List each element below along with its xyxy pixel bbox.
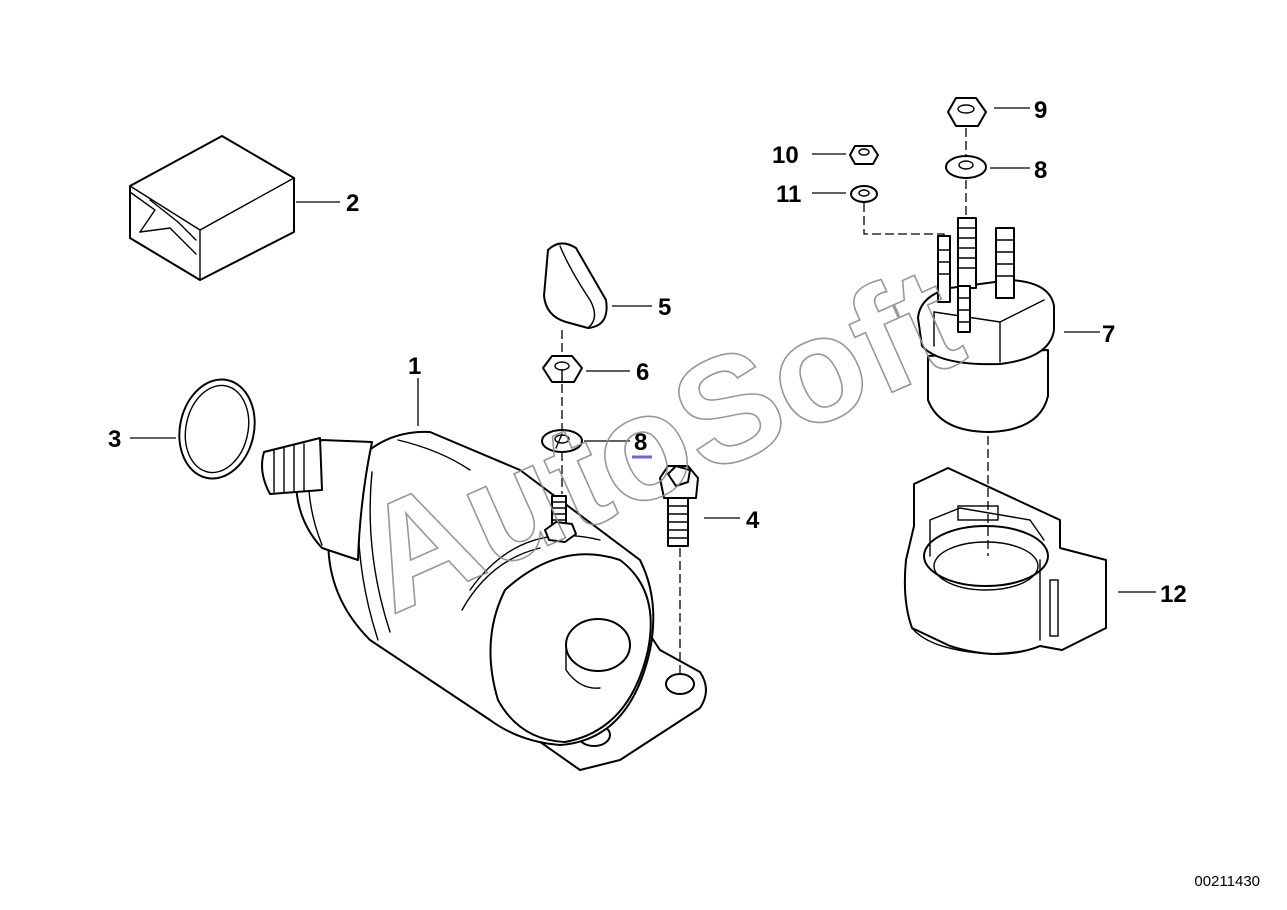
assembly-lines [561, 128, 989, 676]
callout-11: 11 [776, 181, 801, 208]
callout-2: 2 [346, 190, 359, 217]
part-9-nut [947, 97, 987, 127]
part-3-o-ring [178, 378, 256, 480]
callout-6: 6 [636, 359, 649, 386]
part-12-relay-holder [903, 467, 1107, 655]
part-4-bolt [659, 465, 699, 547]
callout-12: 12 [1160, 581, 1187, 608]
part-10-small-nut [849, 145, 879, 165]
callout-8-right: 8 [1034, 157, 1047, 184]
part-8-washer-right [945, 155, 987, 179]
diagram-number: 00211430 [1194, 873, 1260, 890]
callout-8-left: 8 [634, 429, 647, 456]
callout-9: 9 [1034, 97, 1047, 124]
callout-7: 7 [1102, 321, 1115, 348]
callout-1: 1 [408, 353, 421, 380]
callout-labels: 1 2 3 4 5 6 8 9 8 10 11 7 12 [108, 97, 1187, 608]
callout-5: 5 [658, 294, 671, 321]
part-7-starter-relay [917, 217, 1055, 433]
part-11-small-washer [850, 185, 878, 203]
callout-3: 3 [108, 426, 121, 453]
part-5-terminal-cap [543, 242, 608, 329]
part-6-nut [542, 355, 583, 383]
part-2-package-box [129, 135, 295, 281]
leader-lines [130, 107, 1156, 593]
callout-10: 10 [772, 142, 799, 169]
part-1-starter-motor [261, 430, 707, 771]
callout-4: 4 [746, 507, 760, 534]
